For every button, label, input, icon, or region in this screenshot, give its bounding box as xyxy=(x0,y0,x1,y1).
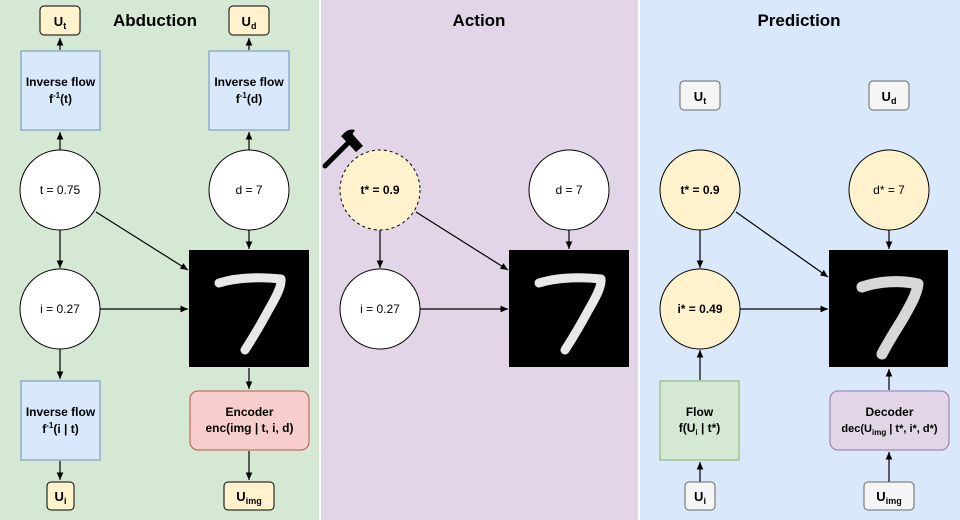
svg-text:Decoder: Decoder xyxy=(865,405,913,419)
svg-text:dec(Uimg | t*, i*, d*): dec(Uimg | t*, i*, d*) xyxy=(841,423,937,437)
svg-text:d* = 7: d* = 7 xyxy=(873,183,905,197)
inverse-flow-d-box: Inverse flow f-1(d) xyxy=(208,50,290,131)
prediction-noise-ut: Ut xyxy=(679,80,721,111)
abduction-edges xyxy=(56,38,253,480)
svg-text:Inverse flow: Inverse flow xyxy=(214,75,284,89)
svg-text:i* = 0.49: i* = 0.49 xyxy=(677,302,722,316)
abduction-noise-ut: Ut xyxy=(39,5,81,36)
prediction-noise-uimg: Uimg xyxy=(863,481,915,511)
edge-t-to-img xyxy=(95,211,189,271)
action-node-t-intervened: t* = 0.9 xyxy=(339,149,421,231)
action-node-d: d = 7 xyxy=(528,149,610,231)
prediction-node-t: t* = 0.9 xyxy=(659,149,741,231)
svg-text:f-1(d): f-1(d) xyxy=(236,91,262,106)
svg-text:t* = 0.9: t* = 0.9 xyxy=(680,183,719,197)
svg-text:Inverse flow: Inverse flow xyxy=(26,75,96,89)
svg-text:Ut: Ut xyxy=(694,89,706,106)
svg-text:i = 0.27: i = 0.27 xyxy=(40,302,80,316)
svg-text:enc(img | t, i, d): enc(img | t, i, d) xyxy=(205,421,293,435)
svg-text:Encoder: Encoder xyxy=(225,405,273,419)
svg-text:f-1(i | t): f-1(i | t) xyxy=(42,421,78,436)
abduction-noise-ud: Ud xyxy=(228,5,270,36)
inverse-flow-t-box: Inverse flow f-1(t) xyxy=(20,50,101,131)
prediction-noise-ud: Ud xyxy=(868,80,910,111)
edge-pred-t-to-img xyxy=(735,211,829,278)
prediction-noise-ui: Ui xyxy=(684,481,716,511)
edge-action-t-to-img xyxy=(415,211,509,271)
svg-text:d = 7: d = 7 xyxy=(235,183,262,197)
prediction-flow-box: Flow f(Ui | t*) xyxy=(659,380,740,461)
svg-text:f(Ui | t*): f(Ui | t*) xyxy=(679,421,721,437)
abduction-digit-image xyxy=(189,250,309,367)
svg-text:t = 0.75: t = 0.75 xyxy=(40,183,81,197)
hammer-icon xyxy=(322,129,363,169)
svg-text:i = 0.27: i = 0.27 xyxy=(360,302,400,316)
svg-text:Ui: Ui xyxy=(55,489,67,506)
svg-text:Ud: Ud xyxy=(242,14,257,31)
prediction-digit-image xyxy=(829,250,948,367)
svg-text:t* = 0.9: t* = 0.9 xyxy=(360,183,399,197)
svg-text:Uimg: Uimg xyxy=(876,489,901,506)
svg-text:Ud: Ud xyxy=(882,89,897,106)
prediction-node-i: i* = 0.49 xyxy=(659,268,741,350)
prediction-node-d: d* = 7 xyxy=(848,149,930,231)
action-node-i: i = 0.27 xyxy=(339,268,421,350)
svg-text:f-1(t): f-1(t) xyxy=(49,91,72,106)
abduction-noise-uimg: Uimg xyxy=(223,481,275,511)
svg-text:Inverse flow: Inverse flow xyxy=(26,405,96,419)
prediction-title: Prediction xyxy=(757,11,840,30)
svg-text:Flow: Flow xyxy=(686,405,714,419)
abduction-title: Abduction xyxy=(113,11,197,30)
abduction-node-t: t = 0.75 xyxy=(19,149,101,231)
abduction-node-i: i = 0.27 xyxy=(19,268,101,350)
prediction-edges xyxy=(696,211,893,482)
svg-text:d = 7: d = 7 xyxy=(555,183,582,197)
abduction-noise-ui: Ui xyxy=(46,481,75,511)
abduction-node-d: d = 7 xyxy=(208,149,290,231)
action-digit-image xyxy=(509,250,629,367)
decoder-box: Decoder dec(Uimg | t*, i*, d*) xyxy=(829,390,950,451)
svg-text:Ui: Ui xyxy=(694,489,706,506)
action-edges xyxy=(376,211,573,313)
encoder-box: Encoder enc(img | t, i, d) xyxy=(189,390,310,451)
action-title: Action xyxy=(453,11,506,30)
svg-text:Ut: Ut xyxy=(54,14,66,31)
inverse-flow-i-box: Inverse flow f-1(i | t) xyxy=(20,380,101,461)
svg-text:Uimg: Uimg xyxy=(236,489,261,506)
